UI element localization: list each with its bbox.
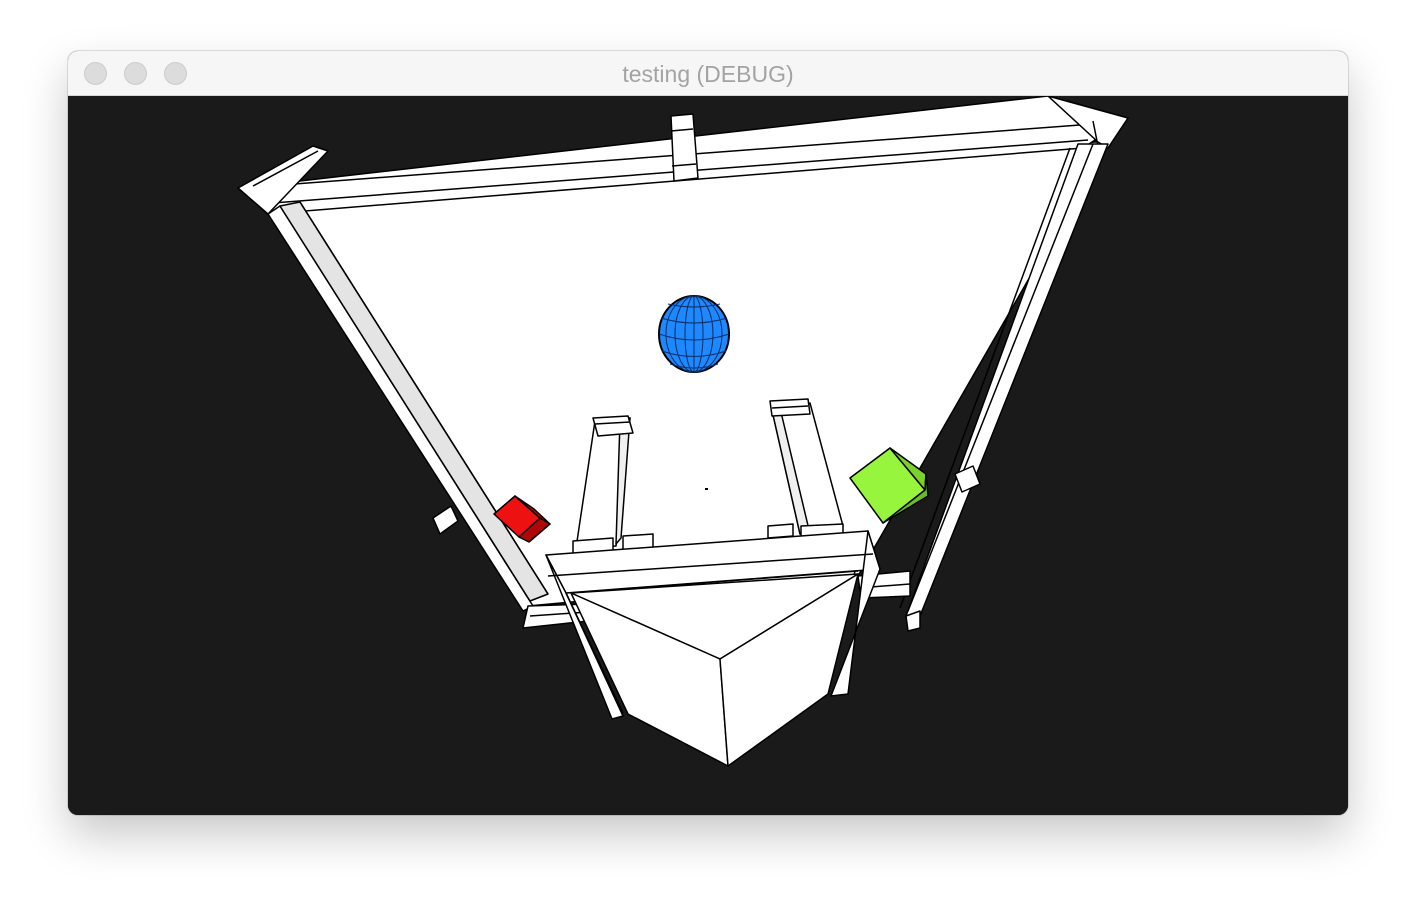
minimize-icon[interactable]	[124, 62, 147, 85]
corner-post-left	[237, 145, 329, 215]
close-icon[interactable]	[84, 62, 107, 85]
foreground-box-right-face	[719, 573, 859, 767]
window-title: testing (DEBUG)	[622, 61, 794, 87]
maximize-icon[interactable]	[164, 62, 187, 85]
render-viewport[interactable]	[68, 96, 1348, 815]
green-cube	[849, 447, 929, 524]
center-marker	[705, 488, 708, 490]
red-cube	[493, 495, 551, 543]
corner-post-right	[1047, 96, 1129, 149]
wall-clip-right	[954, 465, 981, 493]
scene-canvas	[68, 96, 1348, 815]
wall-clip-left	[432, 505, 459, 535]
wall-post	[670, 113, 699, 182]
blue-sphere	[658, 295, 730, 373]
app-window: testing (DEBUG)	[68, 51, 1348, 815]
titlebar: testing (DEBUG)	[68, 51, 1348, 96]
